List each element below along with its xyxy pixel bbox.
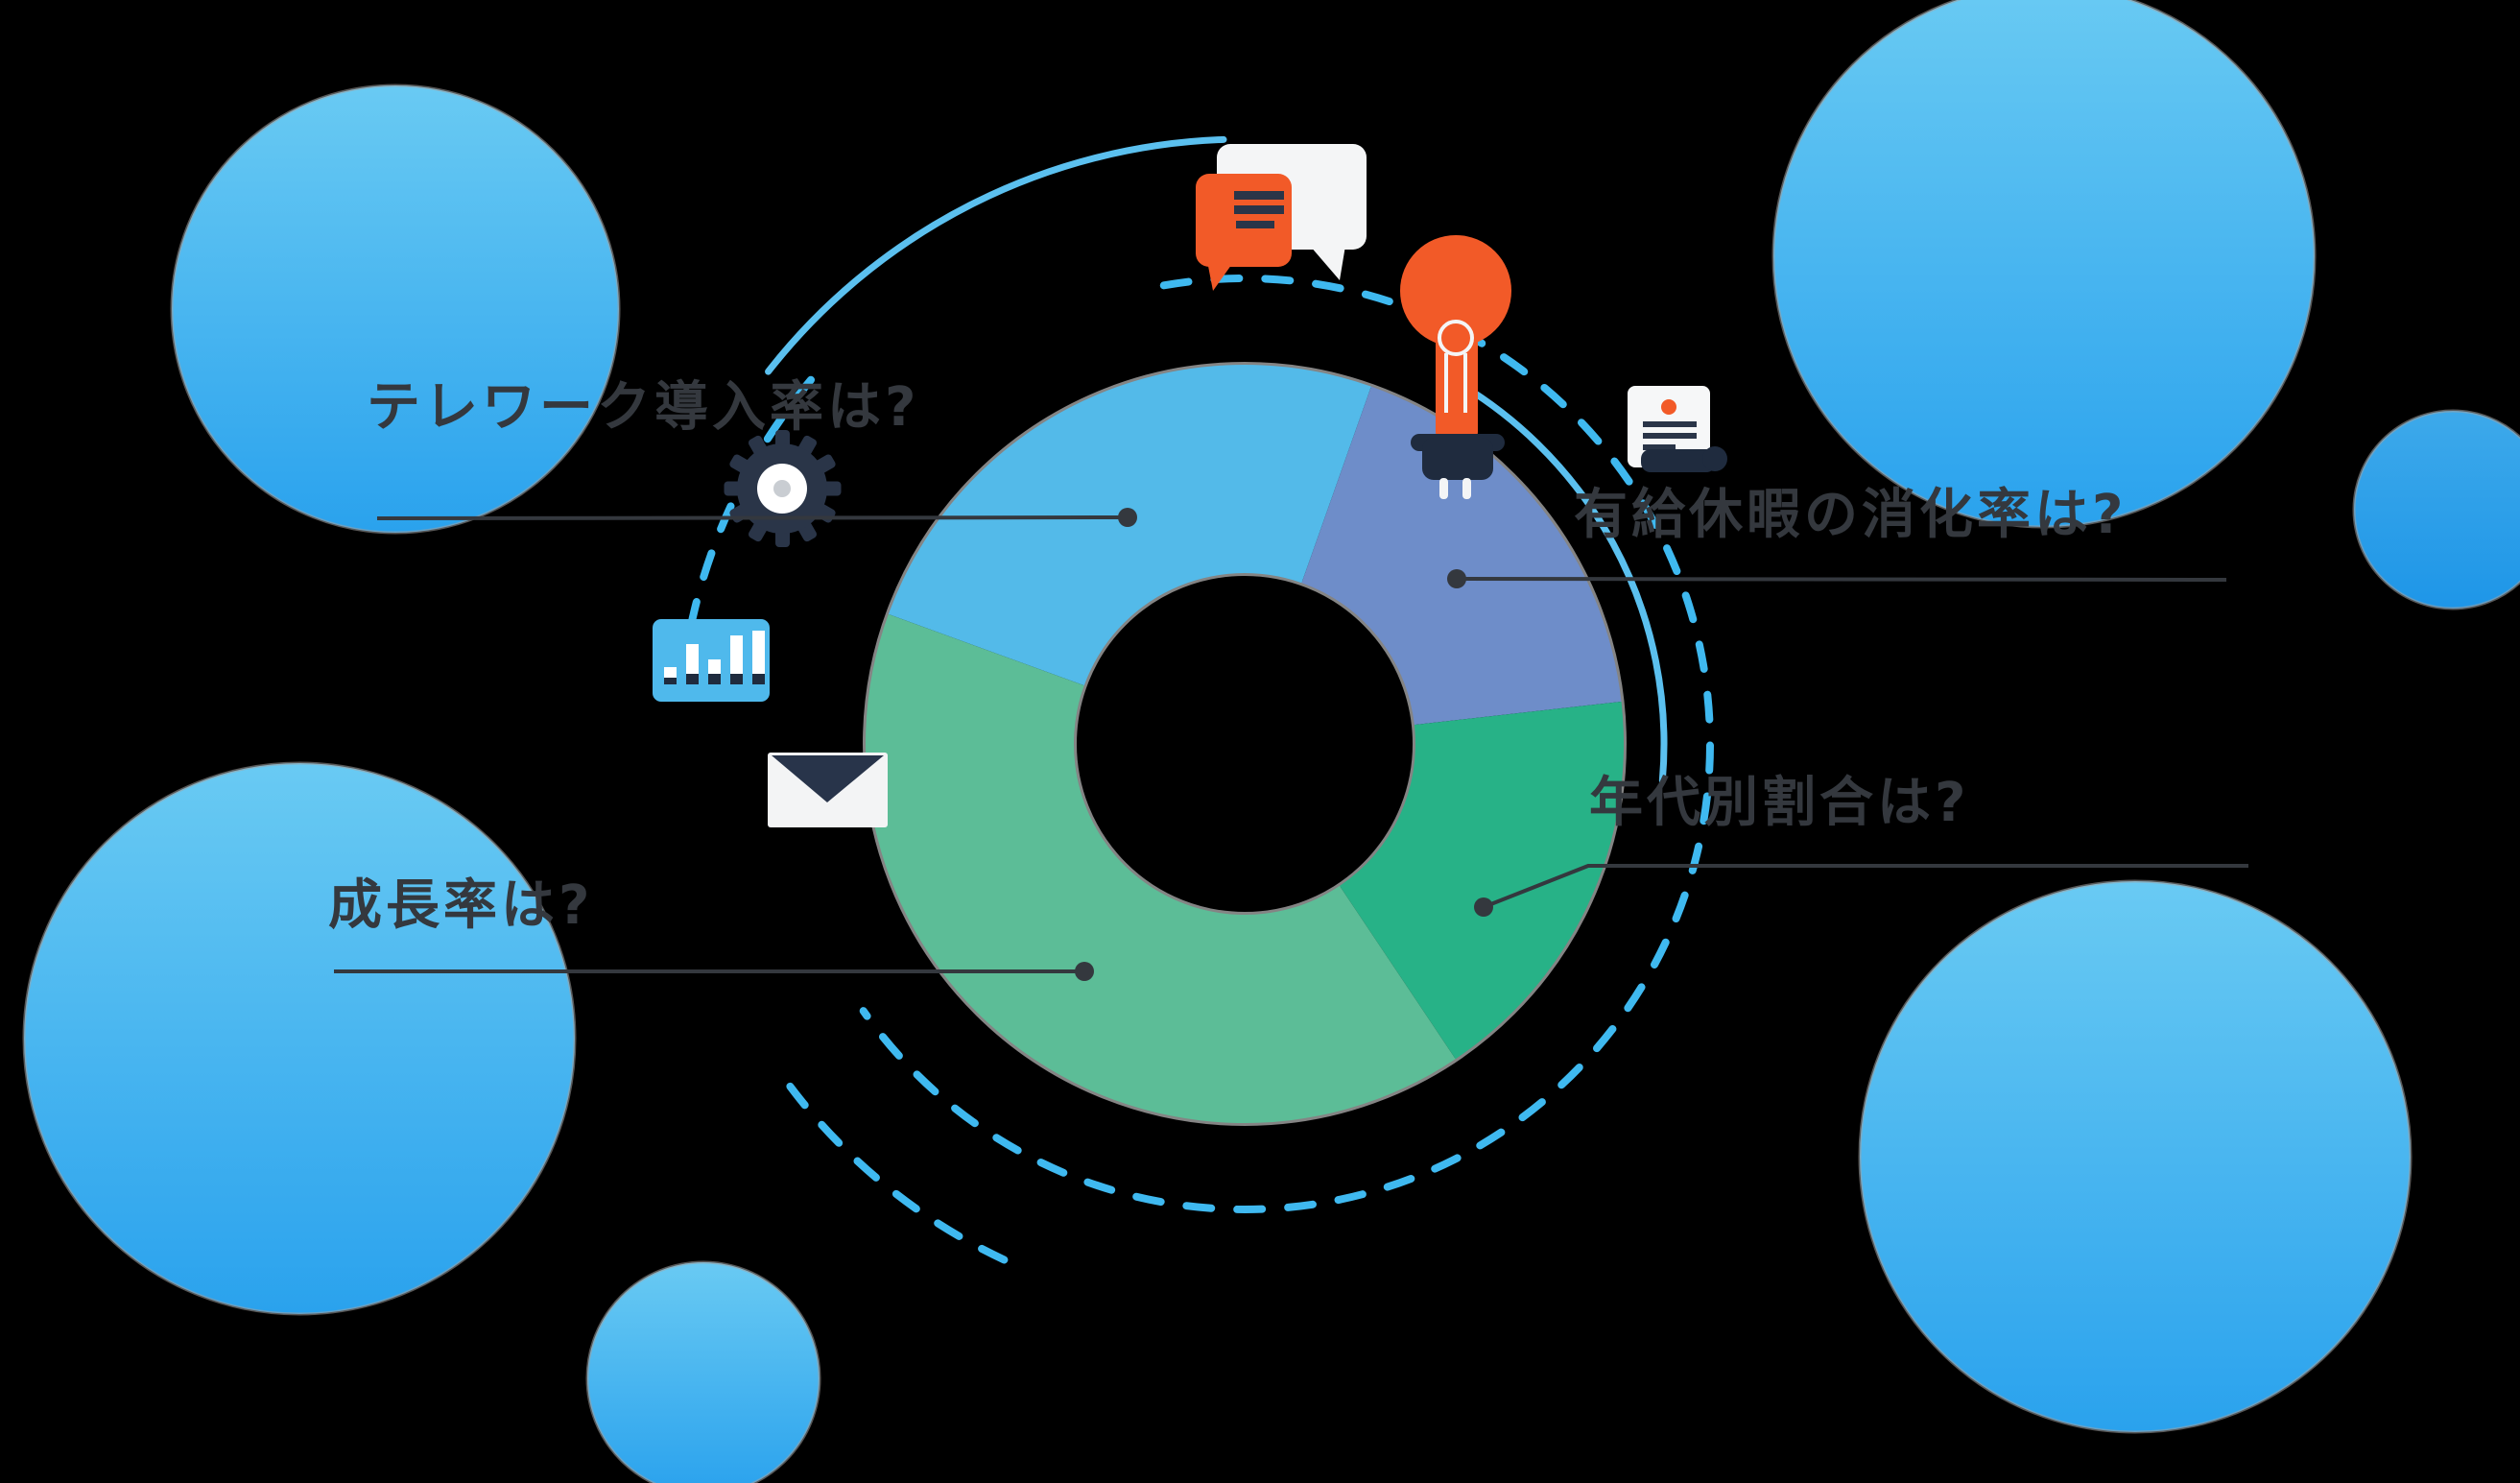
leader-dot-2 bbox=[1474, 897, 1493, 917]
label-telework-rate: テレワーク導入率は? bbox=[367, 376, 920, 439]
leader-dot-0 bbox=[1118, 508, 1137, 527]
donut-outer-rim bbox=[863, 362, 1627, 1126]
gear-icon bbox=[724, 430, 842, 547]
label-age-ratio: 年代別割合は? bbox=[1589, 772, 1970, 834]
background-bubbles bbox=[22, 0, 2520, 1483]
document-icon bbox=[1628, 386, 1727, 472]
bar-chart-icon bbox=[653, 619, 770, 702]
donut-segment-2 bbox=[1340, 701, 1625, 1060]
label-paid-leave-rate: 有給休暇の消化率は? bbox=[1574, 484, 2128, 546]
leader-line-0 bbox=[376, 515, 1129, 520]
bubble-right-small bbox=[2352, 409, 2520, 610]
bubble-top-left bbox=[170, 84, 621, 535]
solid-arc-upper-left bbox=[765, 135, 1227, 375]
bubble-left-bottom bbox=[22, 761, 577, 1316]
leader-lines bbox=[334, 508, 2248, 981]
bubble-top-right bbox=[1771, 0, 2317, 529]
donut-inner-rim bbox=[1073, 572, 1416, 916]
bubble-bottom-right bbox=[1858, 879, 2413, 1434]
donut-segment-1 bbox=[1301, 386, 1622, 726]
dashed-arc-outer-bottomleft bbox=[786, 1082, 1009, 1264]
donut-segment-3 bbox=[865, 613, 1456, 1124]
leader-dot-1 bbox=[1447, 569, 1466, 588]
leader-line-1 bbox=[1456, 577, 2227, 582]
label-growth-rate: 成長率は? bbox=[328, 874, 594, 937]
leader-dot-3 bbox=[1075, 962, 1094, 981]
solid-arc-right bbox=[1438, 370, 1668, 784]
leader-line-2 bbox=[1483, 864, 2248, 909]
chat-bubbles-icon bbox=[1196, 144, 1367, 291]
envelope-icon bbox=[768, 753, 888, 827]
bubble-bottom-small bbox=[585, 1260, 821, 1483]
icons-layer bbox=[653, 144, 1727, 827]
donut-chart bbox=[863, 362, 1627, 1126]
lightbulb-plug-icon bbox=[1400, 235, 1511, 499]
